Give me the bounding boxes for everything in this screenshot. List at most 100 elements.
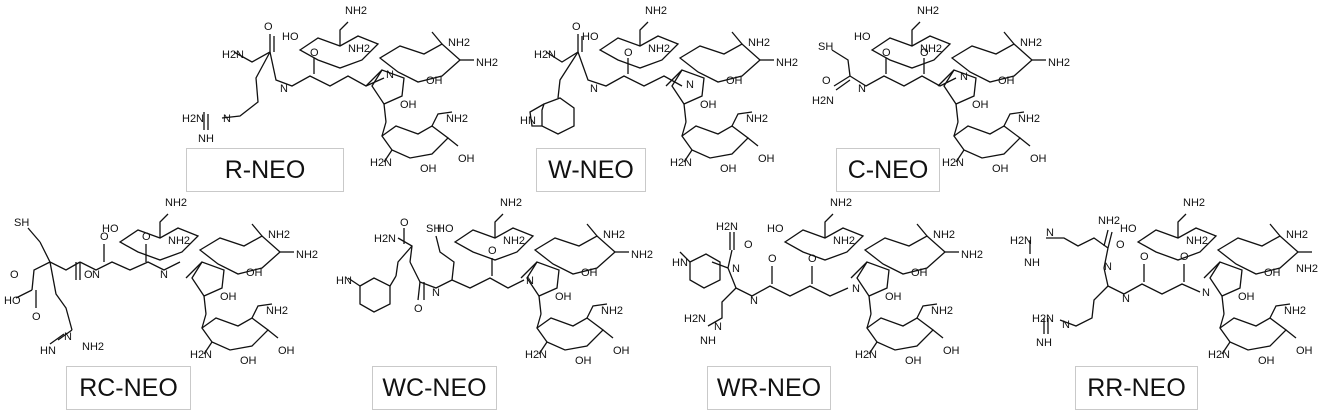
rr-neo-ho-ring1: HO (1120, 223, 1137, 235)
wr-neo-n3: N (852, 283, 860, 295)
label-c-neo: C-NEO (836, 148, 940, 192)
rc-neo-guan-nh2: NH2 (82, 341, 104, 353)
rc-neo-guan-hn: HN (40, 345, 56, 357)
w-neo-indole-hn: HN (520, 115, 536, 127)
wr-neo-o3: O (808, 253, 817, 265)
rc-neo-oh-ring4: OH (278, 345, 295, 357)
w-neo-oh-ring4: OH (758, 153, 775, 165)
c-neo-nh2-top: NH2 (917, 5, 939, 17)
r-neo-n2: N (386, 69, 394, 81)
r-neo-ho: HO (282, 31, 299, 43)
c-neo-nh2-mid: NH2 (920, 43, 942, 55)
w-neo-h2n-ring4: H2N (670, 157, 692, 169)
w-neo-oh-ring4b: OH (720, 163, 737, 175)
c-neo-sh: SH (818, 41, 833, 53)
wr-neo-nh2-top: NH2 (830, 197, 852, 209)
wc-neo-oh-ribose: OH (555, 291, 572, 303)
r-neo-oh-ribose: OH (400, 99, 417, 111)
c-neo-structure: SH O H2N N O O N NH2 HO NH2 NH2 NH2 OH O… (812, 5, 1070, 175)
wc-neo-sh: SH (426, 223, 441, 235)
r-neo-guan-nh: N (223, 113, 231, 125)
w-neo-oh-ring2: OH (726, 75, 743, 87)
r-neo-h2n-amide: H2N (222, 49, 244, 61)
rc-neo-nh2-right: NH2 (296, 249, 318, 261)
rc-neo-o-carbonyl: O (10, 269, 19, 281)
w-neo-nh2-mid: NH2 (648, 43, 670, 55)
wr-neo-guan-hn: NH (700, 335, 716, 347)
r-neo-nh2-mid: NH2 (348, 43, 370, 55)
c-neo-nh2-right: NH2 (1048, 57, 1070, 69)
wc-neo-oh-ring4b: OH (575, 355, 592, 367)
wc-neo-nh2-mid: NH2 (503, 235, 525, 247)
rc-neo-o3: O (142, 231, 151, 243)
rc-neo-guan-nh: N (64, 331, 72, 343)
rr-neo-nh2-top: NH2 (1183, 197, 1205, 209)
c-neo-n2: N (960, 71, 968, 83)
wc-neo-h2n-ring4: H2N (525, 349, 547, 361)
r-neo-h2n-ring4: H2N (370, 157, 392, 169)
w-neo-h2n: H2N (534, 49, 556, 61)
wc-neo-nh2-top: NH2 (500, 197, 522, 209)
rr-neo-o1: O (1116, 239, 1125, 251)
label-rr-neo: RR-NEO (1075, 366, 1198, 410)
w-neo-o2: O (624, 47, 633, 59)
wc-neo-structure: H2N O HN SH O N O N NH2 HO NH2 NH2 NH2 O… (336, 197, 653, 367)
wc-neo-ho-ring1: HO (437, 223, 454, 235)
w-neo-n2: N (686, 79, 694, 91)
c-neo-oh-ring4: OH (1030, 153, 1047, 165)
c-neo-nh2-ring2: NH2 (1020, 37, 1042, 49)
c-neo-o1: O (822, 75, 831, 87)
rr-neo-o3: O (1180, 251, 1189, 263)
label-r-neo: R-NEO (186, 148, 344, 192)
w-neo-nh2-top: NH2 (645, 5, 667, 17)
c-neo-oh-ribose: OH (972, 99, 989, 111)
rc-neo-oh-ribose: OH (220, 291, 237, 303)
wc-neo-indole-hn: HN (336, 275, 352, 287)
rr-neo-nh2-right: NH2 (1296, 263, 1318, 275)
wr-neo-nh1: N (732, 263, 740, 275)
rc-neo-oh-ring2: OH (246, 267, 263, 279)
c-neo-h2n-ring4: H2N (942, 157, 964, 169)
wr-neo-guan-nh: N (714, 321, 722, 333)
rr-neo-oh-ring4: OH (1296, 345, 1313, 357)
r-neo-guan-h2n: H2N (182, 113, 204, 125)
rr-neo-nh2-ring4: NH2 (1284, 305, 1306, 317)
w-neo-nh2-ring2: NH2 (748, 37, 770, 49)
c-neo-ho: HO (854, 31, 871, 43)
wr-neo-ho-ring1: HO (767, 223, 784, 235)
label-rc-neo: RC-NEO (66, 366, 191, 410)
rr-neo-o2: O (1140, 251, 1149, 263)
wr-neo-structure: H2N O HN N N O O N H2N N NH NH2 HO NH2 N… (672, 197, 983, 367)
rr-neo-nh2: N (1122, 293, 1130, 305)
rr-neo-guan2-hn: NH (1036, 337, 1052, 349)
rc-neo-nh2-top: NH2 (165, 197, 187, 209)
wr-neo-o1: O (744, 239, 753, 251)
wr-neo-o2: O (768, 253, 777, 265)
wc-neo-oh-ring2: OH (581, 267, 598, 279)
r-neo-oh-ring4b: OH (420, 163, 437, 175)
r-neo-nh2-ring2: NH2 (448, 37, 470, 49)
rc-neo-o-acid: O (32, 311, 41, 323)
rr-neo-guan2-nh: N (1062, 319, 1070, 331)
label-wc-neo: WC-NEO (372, 366, 497, 410)
wr-neo-nh2-mid: NH2 (833, 235, 855, 247)
rr-neo-nh2-ring2: NH2 (1286, 229, 1308, 241)
rc-neo-nh: N (92, 269, 100, 281)
wr-neo-oh-ring4: OH (943, 345, 960, 357)
w-neo-structure: H2N O N O N HN NH2 HO NH2 NH2 NH2 OH OH … (520, 5, 798, 175)
w-neo-nh2-right: NH2 (776, 57, 798, 69)
rr-neo-oh-ribose: OH (1238, 291, 1255, 303)
c-neo-o3: O (920, 47, 929, 59)
c-neo-o2: O (882, 47, 891, 59)
r-neo-nh: N (280, 83, 288, 95)
wr-neo-nh2: N (750, 295, 758, 307)
rr-neo-guan2-h2n: H2N (1032, 313, 1054, 325)
r-neo-nh2-right: NH2 (476, 57, 498, 69)
c-neo-h2n: H2N (812, 95, 834, 107)
wc-neo-o1: O (400, 217, 409, 229)
wc-neo-nh: N (432, 287, 440, 299)
r-neo-oh-ring4: OH (458, 153, 475, 165)
rc-neo-nh2-mid: NH2 (168, 235, 190, 247)
r-neo-nh2-top: NH2 (345, 5, 367, 17)
